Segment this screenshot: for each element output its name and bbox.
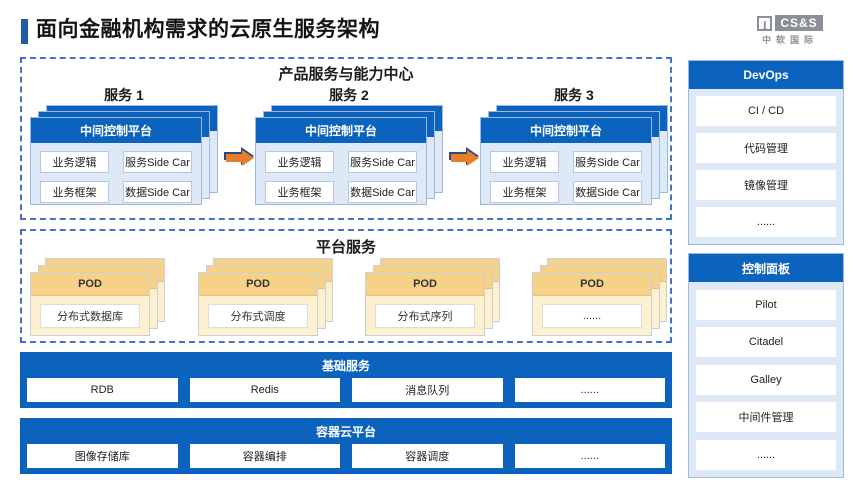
control-panel-item: Galley <box>696 364 836 395</box>
flow-arrow-icon <box>449 147 479 166</box>
service-1-stack: 中间控制平台 业务逻辑 服务Side Car 业务框架 数据Side Car <box>30 105 218 205</box>
platform-services-title: 平台服务 <box>315 239 376 256</box>
pod-card: POD 分布式调度 <box>198 272 318 336</box>
control-panel-item: Pilot <box>696 289 836 320</box>
service-cell: 业务框架 <box>265 181 334 203</box>
service-card: 中间控制平台 业务逻辑 服务Side Car 业务框架 数据Side Car <box>255 117 427 205</box>
service-card-body: 业务逻辑 服务Side Car 业务框架 数据Side Car <box>481 143 651 211</box>
control-panel-items: Pilot Citadel Galley 中间件管理 ...... <box>689 282 843 477</box>
product-center-title: 产品服务与能力中心 <box>278 66 414 83</box>
service-cell: 服务Side Car <box>348 151 417 173</box>
title-accent-bar <box>21 19 28 44</box>
base-service-cell: 消息队列 <box>352 378 503 402</box>
service-cell: 数据Side Car <box>123 181 192 203</box>
pod-header: POD <box>199 273 317 296</box>
pod-header: POD <box>31 273 149 296</box>
pod-header: POD <box>366 273 484 296</box>
base-services-bar: 基础服务 RDB Redis 消息队列 ...... <box>20 352 672 408</box>
platform-services-box: 平台服务 POD 分布式数据库 POD 分布式调度 POD 分布式序列 POD … <box>20 229 672 343</box>
base-service-cell: Redis <box>189 378 340 402</box>
logo-i-icon: I <box>757 15 773 32</box>
middleware-platform-title: 中间控制平台 <box>31 118 201 143</box>
devops-panel-title: DevOps <box>689 61 843 89</box>
company-logo: I CS&S 中软国际 <box>735 15 845 46</box>
pod-label: 分布式调度 <box>208 304 308 328</box>
pod-label: 分布式序列 <box>375 304 475 328</box>
service-card: 中间控制平台 业务逻辑 服务Side Car 业务框架 数据Side Car <box>480 117 652 205</box>
pod-label: ...... <box>542 304 642 328</box>
control-panel-item: 中间件管理 <box>696 402 836 432</box>
service-card-body: 业务逻辑 服务Side Car 业务框架 数据Side Car <box>31 143 201 211</box>
service-3-stack: 中间控制平台 业务逻辑 服务Side Car 业务框架 数据Side Car <box>480 105 668 205</box>
service-cell: 业务框架 <box>490 181 559 203</box>
pod-card: POD ...... <box>532 272 652 336</box>
service-1-label: 服务 1 <box>104 87 144 103</box>
service-cell: 业务逻辑 <box>265 151 334 173</box>
control-panel: 控制面板 Pilot Citadel Galley 中间件管理 ...... <box>688 253 844 478</box>
service-cell: 数据Side Car <box>348 181 417 203</box>
base-service-cell: ...... <box>514 378 665 402</box>
container-platform-cell: ...... <box>514 444 665 468</box>
base-services-title: 基础服务 <box>321 358 370 373</box>
container-platform-title: 容器云平台 <box>315 424 376 439</box>
control-panel-title: 控制面板 <box>689 254 843 282</box>
service-cell: 业务框架 <box>40 181 109 203</box>
container-platform-cell: 图像存储库 <box>27 444 178 468</box>
pod-stack-scheduler: POD 分布式调度 <box>198 258 333 336</box>
service-2-label: 服务 2 <box>329 87 369 103</box>
container-platform-cell: 容器编排 <box>189 444 340 468</box>
logo-subtitle: 中软国际 <box>761 35 818 45</box>
pod-stack-more: POD ...... <box>532 258 667 336</box>
service-cell: 业务逻辑 <box>40 151 109 173</box>
control-panel-item: ...... <box>696 439 836 470</box>
devops-panel: DevOps CI / CD 代码管理 镜像管理 ...... <box>688 60 844 245</box>
service-2-stack: 中间控制平台 业务逻辑 服务Side Car 业务框架 数据Side Car <box>255 105 443 205</box>
control-panel-item: Citadel <box>696 327 836 357</box>
pod-label: 分布式数据库 <box>40 304 140 328</box>
logo-name: CS&S <box>775 15 823 31</box>
pod-card: POD 分布式序列 <box>365 272 485 336</box>
container-platform-cell: 容器调度 <box>352 444 503 468</box>
devops-item: 镜像管理 <box>696 170 836 200</box>
middleware-platform-title: 中间控制平台 <box>481 118 651 143</box>
service-card-body: 业务逻辑 服务Side Car 业务框架 数据Side Car <box>256 143 426 211</box>
product-center-box: 产品服务与能力中心 服务 1 服务 2 服务 3 中间控制平台 业务逻辑 服务S… <box>20 57 672 220</box>
service-cell: 业务逻辑 <box>490 151 559 173</box>
service-cell: 服务Side Car <box>123 151 192 173</box>
pod-header: POD <box>533 273 651 296</box>
container-platform-bar: 容器云平台 图像存储库 容器编排 容器调度 ...... <box>20 418 672 474</box>
devops-items: CI / CD 代码管理 镜像管理 ...... <box>689 89 843 244</box>
service-card: 中间控制平台 业务逻辑 服务Side Car 业务框架 数据Side Car <box>30 117 202 205</box>
service-cell: 服务Side Car <box>573 151 642 173</box>
base-service-cell: RDB <box>27 378 178 402</box>
logo-row: I CS&S <box>735 15 845 32</box>
page-title: 面向金融机构需求的云原生服务架构 <box>36 18 380 41</box>
pod-card: POD 分布式数据库 <box>30 272 150 336</box>
base-services-row: RDB Redis 消息队列 ...... <box>20 378 672 402</box>
service-3-label: 服务 3 <box>554 87 594 103</box>
container-platform-row: 图像存储库 容器编排 容器调度 ...... <box>20 444 672 468</box>
pod-stack-database: POD 分布式数据库 <box>30 258 165 336</box>
pod-stack-sequence: POD 分布式序列 <box>365 258 500 336</box>
devops-item: CI / CD <box>696 96 836 126</box>
devops-item: 代码管理 <box>696 133 836 163</box>
middleware-platform-title: 中间控制平台 <box>256 118 426 143</box>
devops-item: ...... <box>696 207 836 237</box>
flow-arrow-icon <box>224 147 254 166</box>
service-cell: 数据Side Car <box>573 181 642 203</box>
